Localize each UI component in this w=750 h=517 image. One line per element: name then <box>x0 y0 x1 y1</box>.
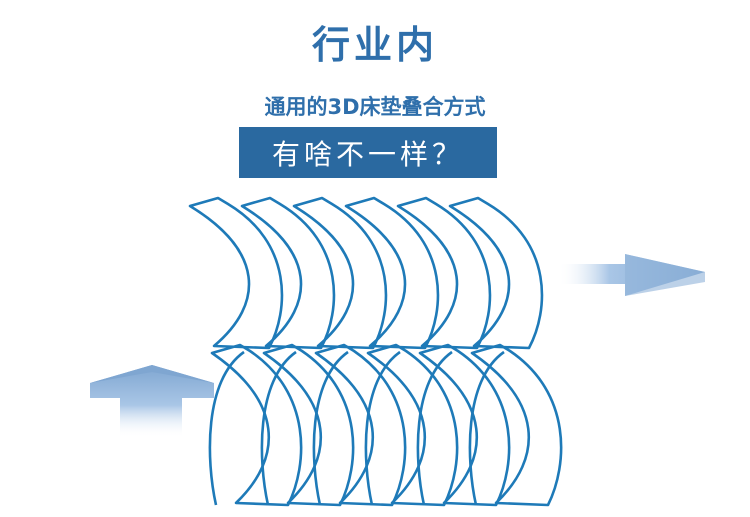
question-banner-text: 有啥不一样？ <box>271 137 464 171</box>
fiber-crescent <box>240 196 336 350</box>
right-arrow-icon <box>558 254 705 296</box>
fiber-crescent <box>314 343 407 507</box>
fiber-crescent <box>448 196 544 350</box>
fiber-crescent <box>418 343 511 507</box>
fiber-pattern <box>188 196 563 507</box>
fiber-crescent <box>470 343 563 507</box>
fiber-crescent <box>396 196 492 350</box>
fiber-edge <box>468 350 505 506</box>
fiber-edge <box>312 350 349 506</box>
fiber-edge <box>208 350 245 506</box>
page-subtitle: 通用的3D床垫叠合方式 <box>264 95 486 119</box>
fiber-edge <box>416 350 453 506</box>
up-arrow-icon <box>90 365 214 438</box>
fiber-crescent <box>292 196 388 350</box>
page-title: 行业内 <box>311 23 438 67</box>
question-banner: 有啥不一样？ <box>239 127 497 178</box>
fiber-crescent <box>262 343 355 507</box>
fiber-crescent <box>210 343 303 507</box>
fiber-crescent <box>188 196 284 350</box>
fiber-crescent <box>344 196 440 350</box>
fiber-edge <box>260 350 297 506</box>
fiber-crescent <box>366 343 459 507</box>
fiber-edge <box>364 350 401 506</box>
